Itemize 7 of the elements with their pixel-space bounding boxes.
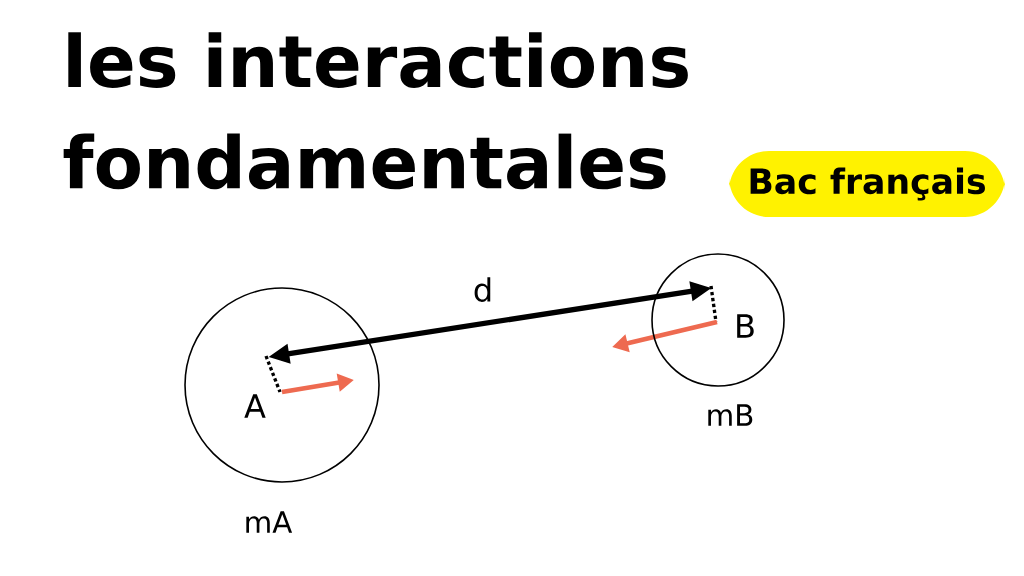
title: les interactions fondamentales xyxy=(63,32,688,190)
mass-label: mA xyxy=(246,511,293,533)
point-label: A xyxy=(244,394,266,418)
point-label: B xyxy=(737,314,754,338)
badge: Bac français xyxy=(729,151,1005,217)
edge-label: d xyxy=(474,277,491,302)
mass-label: mB xyxy=(708,404,753,426)
